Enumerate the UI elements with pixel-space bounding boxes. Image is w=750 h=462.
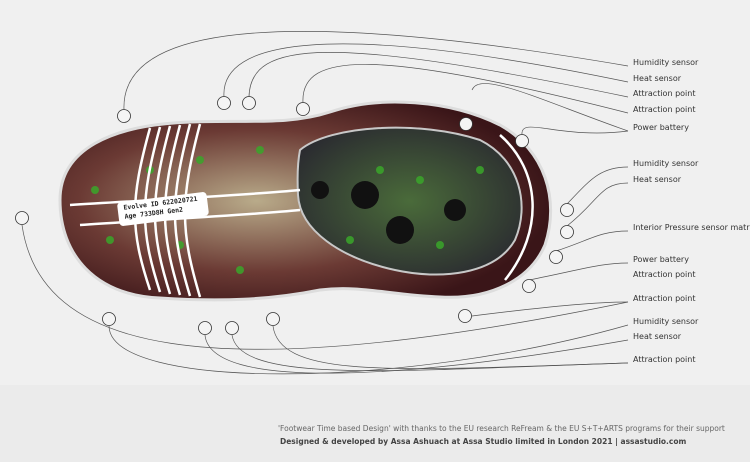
label-attraction-point: Attraction point — [633, 355, 696, 364]
label-pressure-matrix: Interior Pressure sensor matrix — [633, 223, 750, 232]
label-heat-sensor: Heat sensor — [633, 74, 682, 83]
label-attraction-point: Attraction point — [633, 89, 696, 98]
hotspot-circles — [15, 96, 574, 335]
label-attraction-point: Attraction point — [633, 294, 696, 303]
label-attraction-point: Attraction point — [633, 105, 696, 114]
label-heat-sensor: Heat sensor — [633, 332, 682, 341]
label-humidity-sensor: Humidity sensor — [633, 58, 699, 67]
green-nodes — [91, 146, 484, 274]
label-attraction-point: Attraction point — [633, 270, 696, 279]
leader-lines — [21, 31, 629, 375]
label-heat-sensor: Heat sensor — [633, 175, 682, 184]
label-power-battery: Power battery — [633, 255, 689, 264]
footer-credits: 'Footwear Time based Design' with thanks… — [278, 424, 725, 433]
sensor-pods — [311, 181, 466, 244]
shoe-opening — [296, 126, 523, 276]
label-humidity-sensor: Humidity sensor — [633, 317, 699, 326]
label-power-battery: Power battery — [633, 123, 689, 132]
footer-designer: Designed & developed by Assa Ashuach at … — [280, 437, 687, 446]
label-humidity-sensor: Humidity sensor — [633, 159, 699, 168]
